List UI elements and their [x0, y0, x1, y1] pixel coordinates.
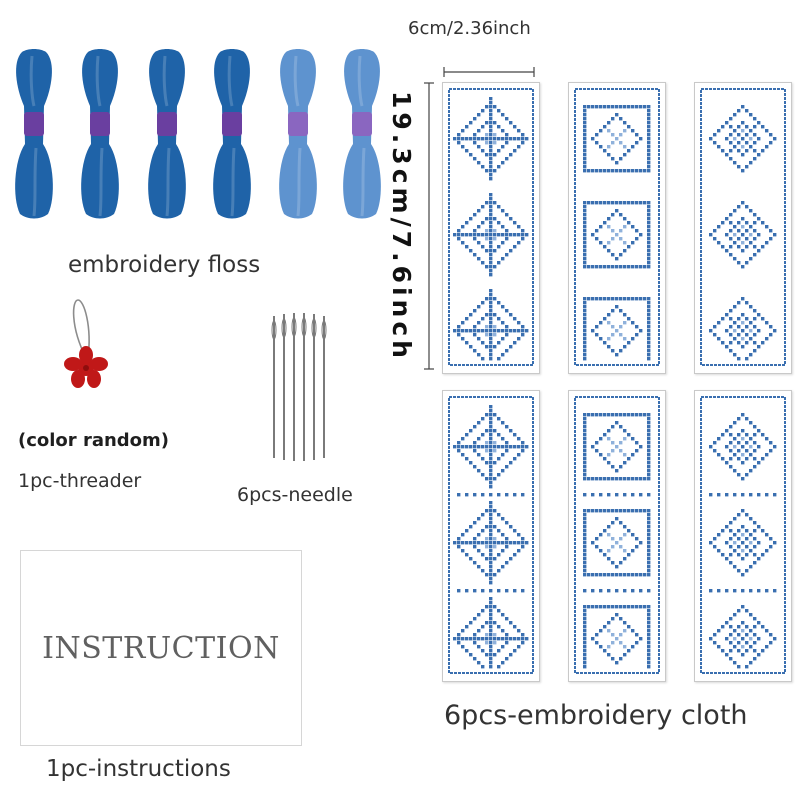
floss-skein-icon	[274, 48, 322, 220]
floss-skein-icon	[76, 48, 124, 220]
cloth-label: 6pcs-embroidery cloth	[444, 700, 748, 731]
embroidery-cloth-strip	[694, 82, 792, 374]
embroidery-cloth-strip	[442, 82, 540, 374]
embroidery-cloth-strip	[568, 390, 666, 682]
threader-icon	[52, 296, 122, 396]
needle-icon	[262, 308, 342, 473]
embroidery-cloth-strip	[568, 82, 666, 374]
embroidery-cloth-strip	[694, 390, 792, 682]
embroidery-cloth-strip	[442, 390, 540, 682]
floss-label: embroidery floss	[68, 252, 261, 278]
instruction-card: INSTRUCTION	[20, 550, 302, 746]
instruction-card-text: INSTRUCTION	[42, 630, 280, 666]
floss-skein-icon	[338, 48, 386, 220]
height-measure-line	[424, 82, 434, 370]
width-measure-line	[443, 62, 535, 77]
height-measure-label: 19.3cm/7.6inch	[386, 90, 416, 362]
instructions-label: 1pc-instructions	[46, 756, 231, 782]
threader-label: 1pc-threader	[18, 470, 142, 492]
floss-skein-icon	[143, 48, 191, 220]
floss-skein-icon	[10, 48, 58, 220]
needle-label: 6pcs-needle	[237, 484, 353, 506]
width-measure-label: 6cm/2.36inch	[408, 18, 531, 39]
floss-skein-icon	[208, 48, 256, 220]
color-random-note: (color random)	[18, 430, 170, 451]
